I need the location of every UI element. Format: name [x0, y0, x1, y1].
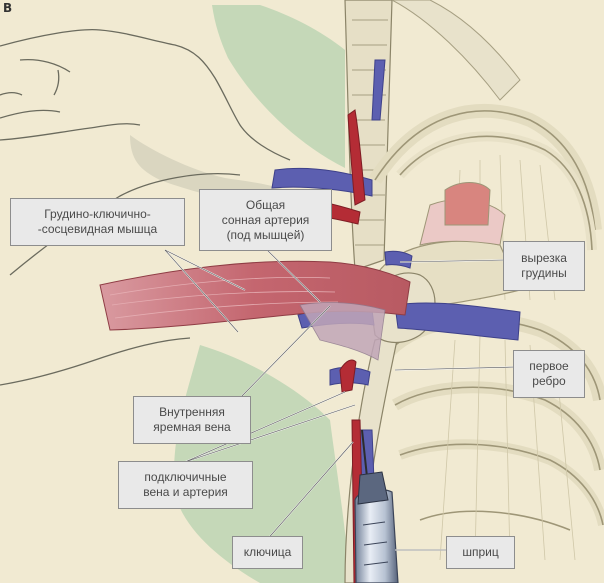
sternocleidomastoid-muscle [99, 260, 411, 361]
label-syringe: шприц [446, 536, 515, 569]
label-internal-jugular-vein: Внутренняя яремная вена [133, 396, 251, 444]
label-line: Внутренняя [159, 405, 225, 419]
panel-letter: B [3, 1, 13, 15]
label-line: яремная вена [153, 420, 231, 434]
label-line: подключичные [144, 470, 227, 484]
syringe [354, 429, 399, 583]
label-line: Грудино-ключично- [44, 207, 151, 221]
label-first-rib: первое ребро [513, 350, 585, 398]
leader-lines-dark [164, 247, 516, 551]
label-line: вырезка [521, 251, 567, 265]
label-line: (под мышцей) [226, 227, 305, 242]
label-clavicle: ключица [232, 536, 303, 569]
label-sternocleidomastoid: Грудино-ключично- -сосцевидная мышца [10, 198, 185, 246]
label-subclavian-vessels: подключичные вена и артерия [118, 461, 253, 509]
label-line: ключица [243, 545, 292, 559]
label-common-carotid-artery: Общая сонная артерия (под мышцей) [199, 189, 332, 251]
label-line: вена и артерия [143, 485, 228, 499]
label-line: шприц [462, 545, 499, 559]
label-line: ребро [532, 374, 566, 388]
label-line: грудины [521, 266, 567, 280]
label-line: -сосцевидная мышца [37, 222, 158, 236]
head-outline [0, 29, 291, 386]
label-line: первое [529, 359, 569, 373]
label-sternal-notch: вырезка грудины [503, 241, 585, 291]
label-line: Общая [245, 197, 286, 212]
label-line: сонная артерия [221, 212, 310, 227]
